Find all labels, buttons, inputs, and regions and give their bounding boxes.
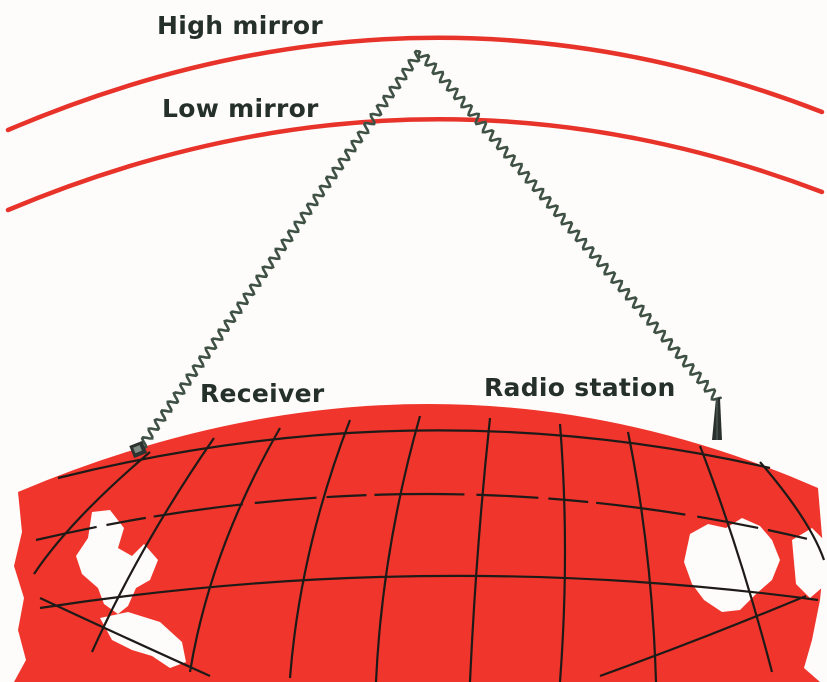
longitude-line-5 [374, 415, 422, 682]
longitude-line-4 [288, 419, 352, 679]
longitude-line-3 [188, 427, 281, 673]
low-mirror-label: Low mirror [162, 94, 319, 123]
low-mirror-arc [5, 117, 825, 213]
longitude-line-2 [90, 437, 215, 653]
receiver-label: Receiver [200, 379, 325, 408]
latitude-line-3 [39, 574, 819, 610]
longitude-line-10 [759, 461, 826, 561]
longitude-line-9 [698, 445, 774, 673]
longitude-line-6 [468, 417, 492, 682]
earth-surface [14, 403, 824, 682]
land-patch-left-lower [100, 612, 186, 668]
longitude-line-1 [33, 451, 151, 575]
meridian-tilt-lower-right [599, 594, 807, 678]
earth-globe [14, 403, 826, 682]
land-patch-right-edge [792, 528, 824, 598]
high-mirror-arc [5, 35, 825, 133]
high-mirror-label: High mirror [157, 11, 323, 40]
latitude-line-2 [35, 492, 813, 542]
latitude-longitude-grid [33, 415, 826, 682]
antenna-mast-icon [712, 398, 722, 440]
receiver-box-icon [129, 440, 148, 459]
radio-wave-uplink [139, 49, 421, 449]
land-patch-left [76, 510, 158, 614]
radio-station-label: Radio station [484, 373, 676, 402]
meridian-tilt-lower-left [39, 597, 211, 678]
longitude-line-7 [558, 423, 567, 682]
radio-wave-downlink [417, 50, 722, 401]
longitude-line-8 [626, 431, 658, 682]
